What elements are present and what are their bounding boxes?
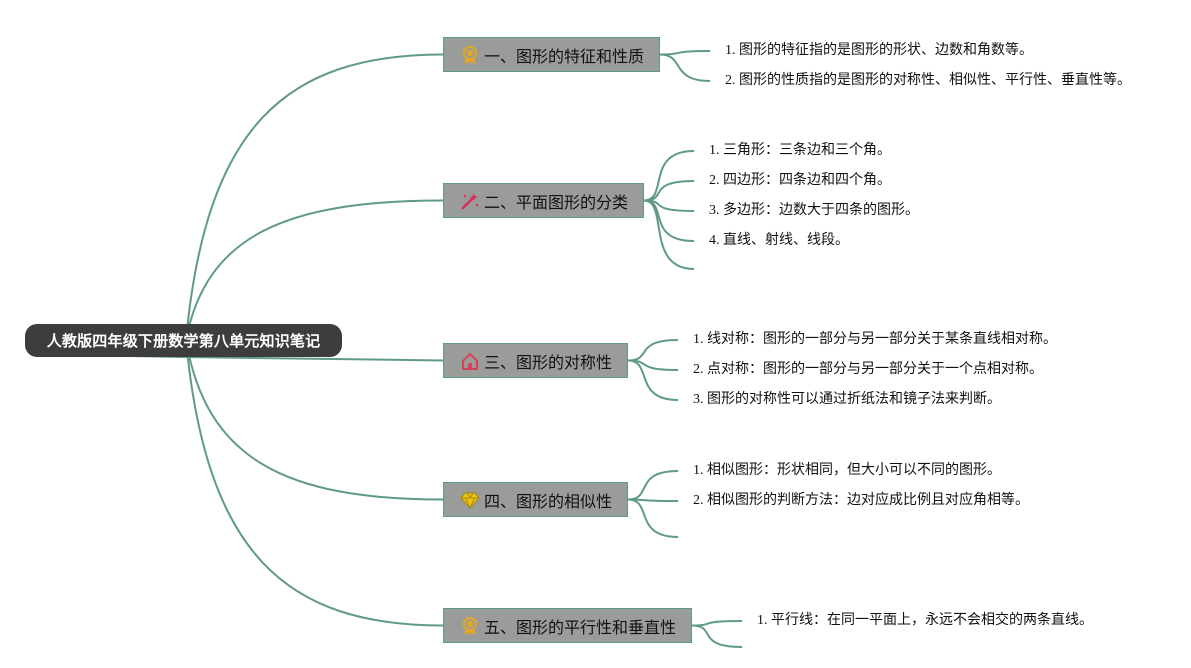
branch-topic-2[interactable]: 二、平面图形的分类 — [443, 183, 644, 218]
magic-wand-icon — [460, 191, 480, 211]
root-connector-1 — [185, 53, 444, 341]
leaf-note-2-1[interactable]: 1. 三角形：三条边和三个角。 — [709, 143, 891, 158]
ribbon-medal-icon — [460, 616, 480, 636]
leaf-connector-3-1 — [627, 339, 679, 362]
leaf-connector-3-3 — [627, 359, 679, 401]
root-connector-4 — [185, 339, 444, 501]
leaf-connector-4-3 — [627, 498, 679, 538]
leaf-note-4-1[interactable]: 1. 相似图形：形状相同，但大小可以不同的图形。 — [693, 463, 1001, 478]
branch-label: 三、图形的对称性 — [484, 352, 613, 372]
leaf-note-2-3[interactable]: 3. 多边形：边数大于四条的图形。 — [709, 203, 919, 218]
ribbon-medal-icon — [460, 45, 480, 65]
leaf-note-2-4[interactable]: 4. 直线、射线、线段。 — [709, 233, 849, 248]
leaf-note-3-1[interactable]: 1. 线对称：图形的一部分与另一部分关于某条直线相对称。 — [693, 332, 1057, 347]
leaf-note-1-1[interactable]: 1. 图形的特征指的是图形的形状、边数和角数等。 — [725, 43, 1033, 58]
leaf-note-3-2[interactable]: 2. 点对称：图形的一部分与另一部分关于一个点相对称。 — [693, 362, 1043, 377]
root-connector-2 — [185, 199, 444, 341]
branch-topic-4[interactable]: 四、图形的相似性 — [443, 482, 628, 517]
leaf-connector-2-5 — [643, 199, 695, 270]
leaf-connector-1-1 — [659, 50, 711, 56]
leaf-note-2-2[interactable]: 2. 四边形：四条边和四个角。 — [709, 173, 891, 188]
branch-label: 五、图形的平行性和垂直性 — [484, 617, 677, 637]
diamond-icon — [460, 490, 480, 510]
home-icon — [460, 351, 480, 371]
root-topic[interactable]: 人教版四年级下册数学第八单元知识笔记 — [25, 324, 342, 357]
root-connector-5 — [185, 339, 444, 627]
branch-topic-3[interactable]: 三、图形的对称性 — [443, 343, 628, 378]
branch-label: 一、图形的特征和性质 — [484, 46, 645, 66]
branch-label: 二、平面图形的分类 — [484, 192, 629, 212]
leaf-connector-5-1 — [691, 620, 743, 627]
root-title: 人教版四年级下册数学第八单元知识笔记 — [46, 332, 321, 350]
leaf-note-5-1[interactable]: 1. 平行线：在同一平面上，永远不会相交的两条直线。 — [757, 613, 1093, 628]
leaf-connector-5-2 — [691, 624, 743, 648]
branch-topic-1[interactable]: 一、图形的特征和性质 — [443, 37, 660, 72]
leaf-connector-1-2 — [659, 53, 711, 82]
branch-label: 四、图形的相似性 — [484, 491, 613, 511]
leaf-note-3-3[interactable]: 3. 图形的对称性可以通过折纸法和镜子法来判断。 — [693, 392, 1001, 407]
leaf-connector-2-4 — [643, 199, 695, 242]
leaf-connector-2-1 — [643, 150, 695, 202]
leaf-note-1-2[interactable]: 2. 图形的性质指的是图形的对称性、相似性、平行性、垂直性等。 — [725, 73, 1131, 88]
leaf-note-4-2[interactable]: 2. 相似图形的判断方法：边对应成比例且对应角相等。 — [693, 493, 1029, 508]
leaf-connector-4-1 — [627, 470, 679, 501]
branch-topic-5[interactable]: 五、图形的平行性和垂直性 — [443, 608, 692, 643]
